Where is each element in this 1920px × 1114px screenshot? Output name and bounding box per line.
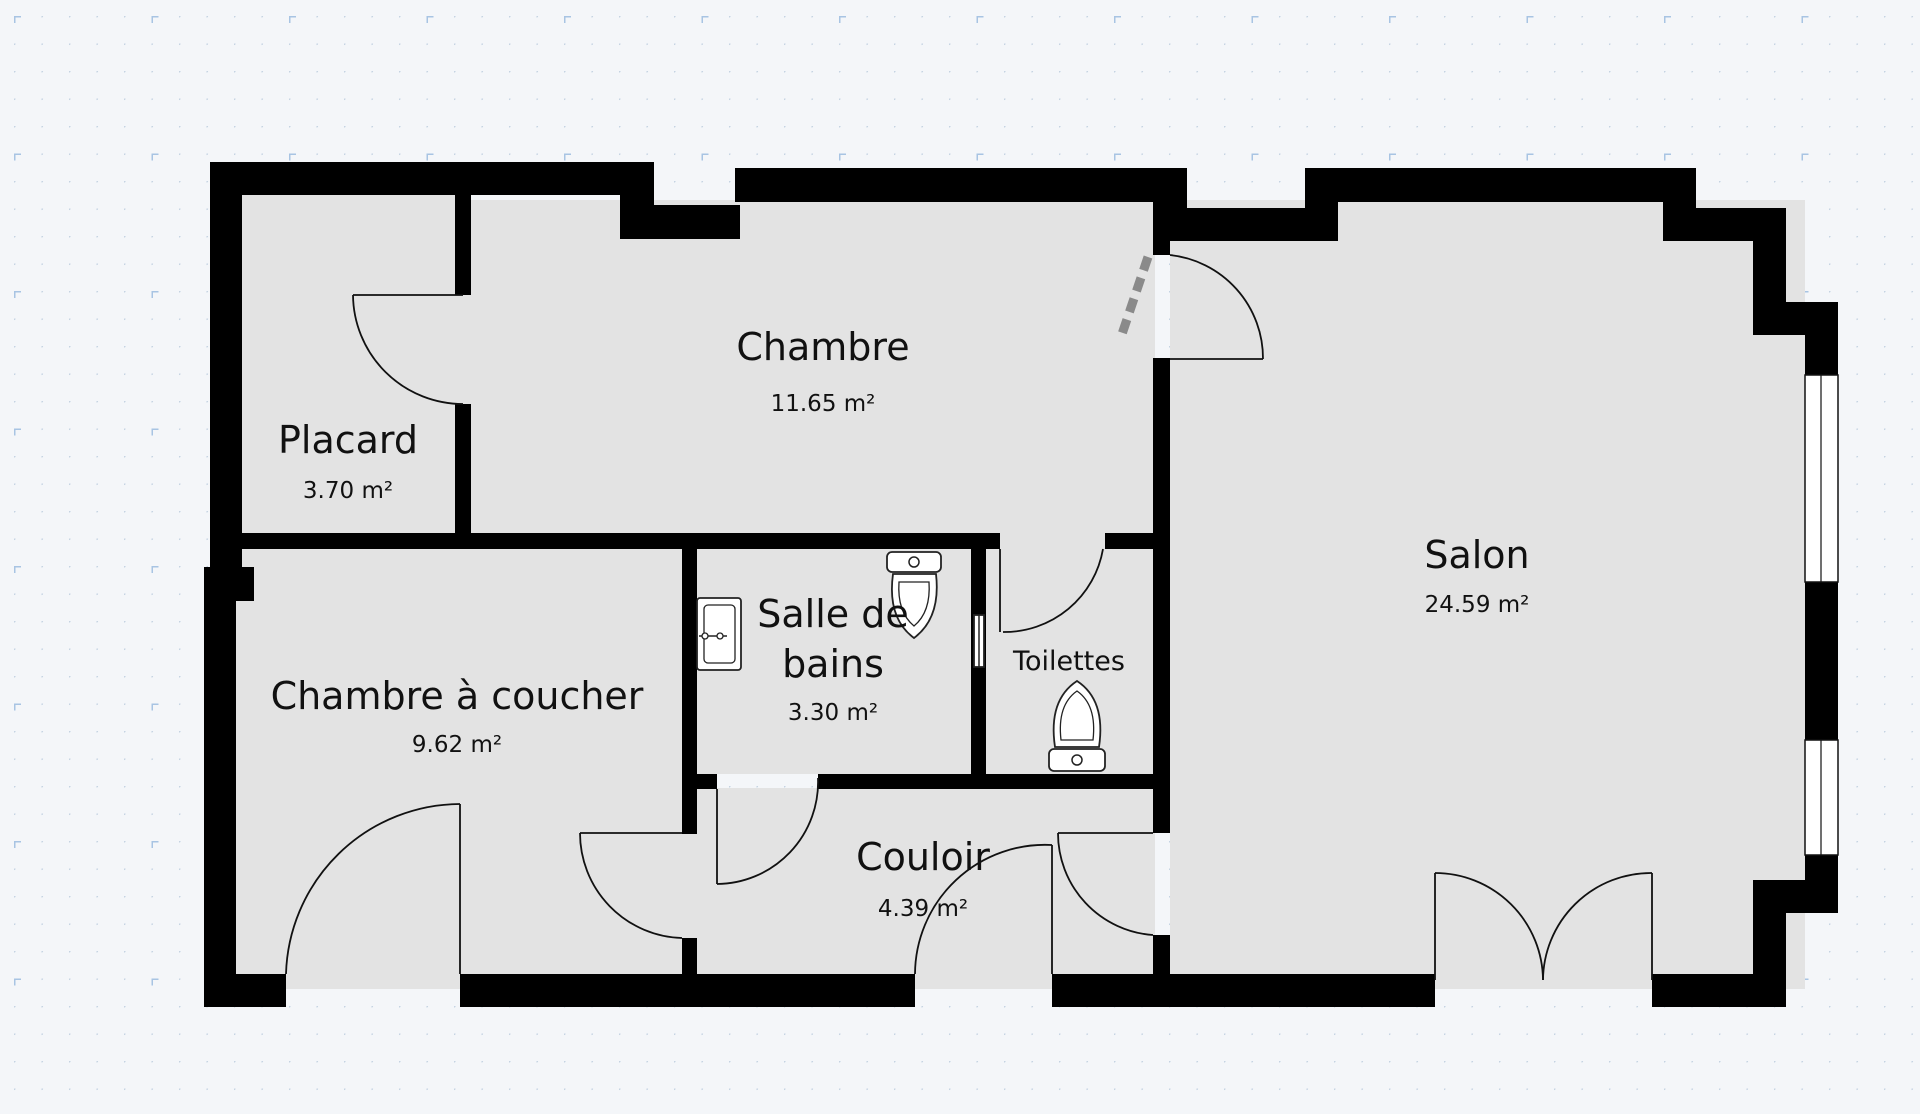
interior-wall	[1153, 358, 1170, 833]
interior-wall	[1153, 202, 1170, 255]
outer-wall	[1805, 302, 1838, 375]
interior-wall	[1105, 533, 1155, 549]
interior-wall	[236, 533, 1000, 549]
door-swing-salon-double-left	[1434, 872, 1544, 981]
room-area-chambre: 11.65 m²	[771, 391, 876, 417]
door-swing-placard	[352, 294, 464, 405]
outer-wall	[1652, 974, 1786, 1007]
outer-wall	[735, 168, 1187, 202]
door-swing-toilettes	[1002, 548, 1104, 633]
floor-salon	[1170, 200, 1805, 989]
door-swing-chambre	[1169, 254, 1264, 360]
outer-wall	[210, 162, 654, 195]
door-swing-salon-double-right	[1542, 872, 1653, 981]
outer-wall	[620, 205, 740, 239]
outer-wall	[204, 974, 286, 1007]
door-swing-chambre-a-coucher	[285, 803, 461, 975]
room-name-toilettes: Toilettes	[1012, 646, 1125, 677]
outer-wall	[1052, 974, 1435, 1007]
interior-wall	[455, 195, 471, 295]
door-swing-salon	[1057, 832, 1154, 936]
door-swing-salle-de-bains	[716, 777, 819, 885]
room-name-salle-de-bains-line2: bains	[782, 642, 884, 686]
room-labels: Chambre 11.65 m² Placard 3.70 m² Chambre…	[271, 325, 1530, 922]
interior-wall	[697, 774, 717, 789]
interior-wall	[1153, 935, 1170, 995]
toilet-icon	[886, 551, 942, 640]
toilet-icon	[1048, 679, 1106, 772]
room-name-couloir: Couloir	[856, 835, 990, 879]
outer-wall	[204, 597, 236, 1007]
room-area-salle-de-bains: 3.30 m²	[788, 700, 878, 726]
floor-couloir	[682, 788, 1155, 989]
sink-icon	[696, 597, 742, 671]
outer-wall	[1305, 168, 1696, 202]
door-swing-entree	[914, 843, 1053, 975]
doors	[285, 254, 1653, 981]
interior-wall	[818, 774, 1155, 789]
door-swing-chambre-a-coucher-couloir	[579, 832, 683, 939]
interior-wall	[682, 549, 697, 834]
floor-placard	[242, 195, 460, 535]
interior-wall	[682, 938, 697, 988]
room-name-salle-de-bains-line1: Salle de	[757, 592, 908, 636]
outer-wall	[1805, 582, 1838, 740]
room-name-chambre: Chambre	[736, 325, 909, 369]
outer-wall	[204, 567, 254, 601]
room-name-salon: Salon	[1424, 533, 1529, 577]
walls	[204, 162, 1838, 1007]
room-name-placard: Placard	[278, 418, 418, 462]
room-area-chambre-a-coucher: 9.62 m²	[412, 732, 502, 758]
room-area-salon: 24.59 m²	[1425, 592, 1530, 618]
floors	[236, 195, 1805, 989]
room-name-chambre-a-coucher: Chambre à coucher	[271, 674, 644, 718]
outer-wall	[210, 162, 242, 567]
windows	[1804, 374, 1839, 856]
interior-wall	[455, 404, 471, 548]
room-area-placard: 3.70 m²	[303, 478, 393, 504]
door-dashed	[1115, 255, 1153, 342]
room-area-couloir: 4.39 m²	[878, 896, 968, 922]
floor-chambre-a-coucher	[236, 549, 682, 989]
floor-chambre	[460, 200, 1155, 535]
